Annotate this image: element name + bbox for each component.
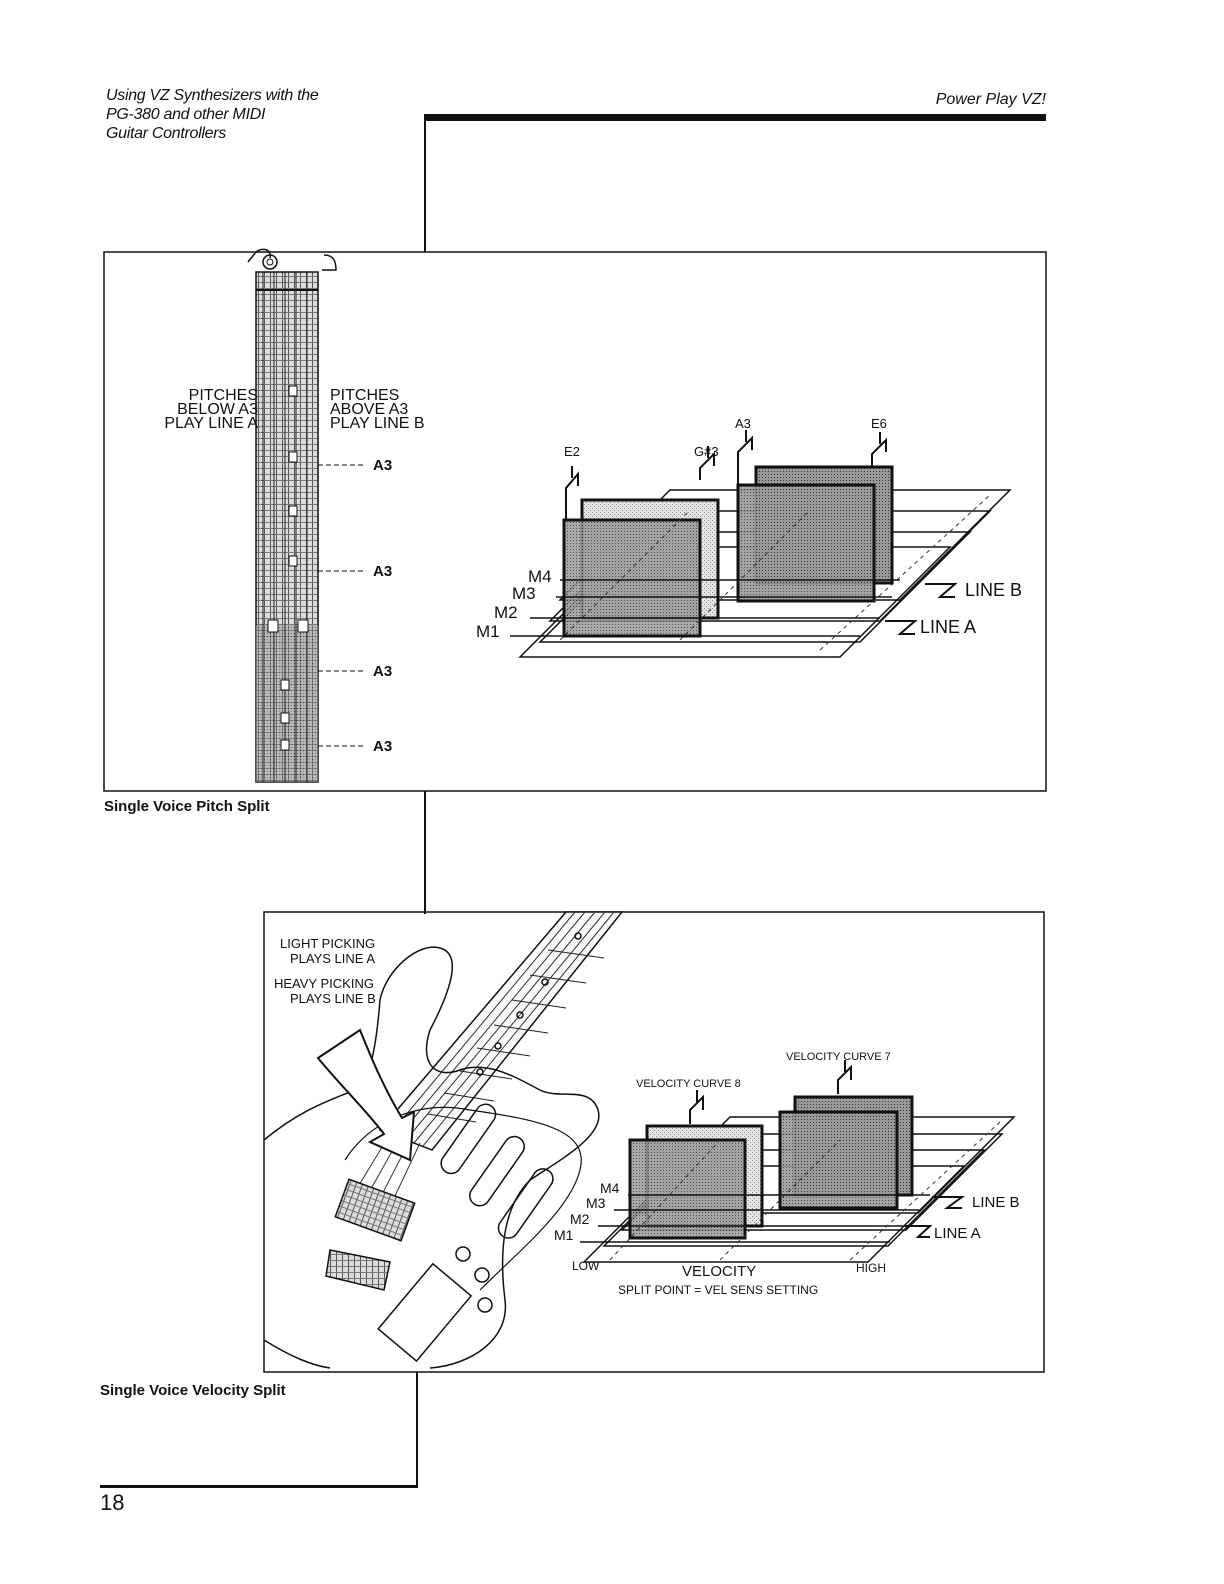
- header-title: Using VZ Synthesizers with the PG-380 an…: [106, 86, 319, 143]
- split-box-b-front: [736, 483, 876, 603]
- module-m1: M1: [476, 622, 500, 641]
- below-label-3: PLAY LINE A: [164, 415, 258, 432]
- pitch-split-diagram: E2 G#3 A3 E6 M4 M3 M2 M1 LINE B LINE A: [476, 416, 1022, 658]
- note-e6: E6: [871, 416, 887, 431]
- vel-box-b-front: [778, 1110, 899, 1210]
- curve-8-label: VELOCITY CURVE 8: [636, 1078, 741, 1090]
- figure1: PITCHES BELOW A3 PLAY LINE A PITCHES ABO…: [103, 248, 1047, 792]
- vel-module-m2: M2: [570, 1211, 590, 1227]
- figure1-caption: Single Voice Pitch Split: [104, 798, 270, 815]
- low-label: LOW: [572, 1259, 600, 1273]
- tuner-peg-icon: [262, 254, 278, 270]
- header-line-3: Guitar Controllers: [106, 125, 226, 142]
- line-b-label: LINE B: [965, 580, 1022, 600]
- column-rule-top: [424, 114, 426, 252]
- guitar-neck: [247, 248, 337, 783]
- picking-arrow-icon: [316, 1028, 416, 1162]
- column-rule-mid: [424, 791, 426, 914]
- above-label-3: PLAY LINE B: [330, 415, 425, 432]
- vel-line-b-label: LINE B: [972, 1194, 1020, 1211]
- header-line-1: Using VZ Synthesizers with the: [106, 87, 319, 104]
- module-m3: M3: [512, 584, 536, 603]
- figure1-frame: [103, 251, 1047, 792]
- vel-module-m3: M3: [586, 1195, 606, 1211]
- fret-mark-3: A3: [373, 663, 392, 680]
- velocity-label: VELOCITY: [682, 1263, 756, 1280]
- figure2: LIGHT PICKING PLAYS LINE A HEAVY PICKING…: [263, 911, 1045, 1373]
- above-label-2: ABOVE A3: [330, 401, 408, 418]
- vel-module-m1: M1: [554, 1227, 574, 1243]
- figure2-frame: [263, 911, 1045, 1373]
- fret-mark-4: A3: [373, 738, 392, 755]
- guitar-body: [263, 911, 624, 1369]
- fret-mark-1: A3: [373, 457, 392, 474]
- heavy-picking-1: HEAVY PICKING: [274, 976, 374, 991]
- below-label-2: BELOW A3: [177, 401, 258, 418]
- column-rule-bottom: [416, 1372, 418, 1488]
- footer-rule: [100, 1485, 418, 1488]
- note-a3: A3: [735, 416, 751, 431]
- header-rule: [424, 114, 1046, 121]
- vel-line-a-label: LINE A: [934, 1225, 981, 1242]
- curve-7-label: VELOCITY CURVE 7: [786, 1051, 891, 1063]
- heavy-picking-2: PLAYS LINE B: [290, 991, 376, 1006]
- split-point-label: SPLIT POINT = VEL SENS SETTING: [618, 1283, 818, 1297]
- fret-mark-2: A3: [373, 563, 392, 580]
- header-book-title: Power Play VZ!: [935, 91, 1046, 108]
- light-picking-2: PLAYS LINE A: [290, 951, 375, 966]
- note-e2: E2: [564, 444, 580, 459]
- below-label-1: PITCHES: [189, 387, 258, 404]
- light-picking-1: LIGHT PICKING: [280, 936, 375, 951]
- header-line-2: PG-380 and other MIDI: [106, 106, 266, 123]
- pitch-labels: PITCHES BELOW A3 PLAY LINE A PITCHES ABO…: [164, 387, 424, 432]
- module-m2: M2: [494, 603, 518, 622]
- vel-module-m4: M4: [600, 1180, 620, 1196]
- vel-box-a-front: [628, 1138, 747, 1240]
- fret-markers: A3 A3 A3 A3: [318, 457, 392, 755]
- velocity-split-diagram: VELOCITY CURVE 8 VELOCITY CURVE 7 M4 M3 …: [554, 1051, 1020, 1297]
- high-label: HIGH: [856, 1261, 886, 1275]
- picking-labels: LIGHT PICKING PLAYS LINE A HEAVY PICKING…: [274, 936, 376, 1006]
- split-box-a-front: [562, 518, 702, 638]
- line-a-label: LINE A: [920, 617, 976, 637]
- above-label-1: PITCHES: [330, 387, 399, 404]
- figure2-caption: Single Voice Velocity Split: [100, 1382, 286, 1399]
- module-m4: M4: [528, 567, 552, 586]
- page-number: 18: [100, 1490, 125, 1515]
- note-gs3: G#3: [694, 444, 719, 459]
